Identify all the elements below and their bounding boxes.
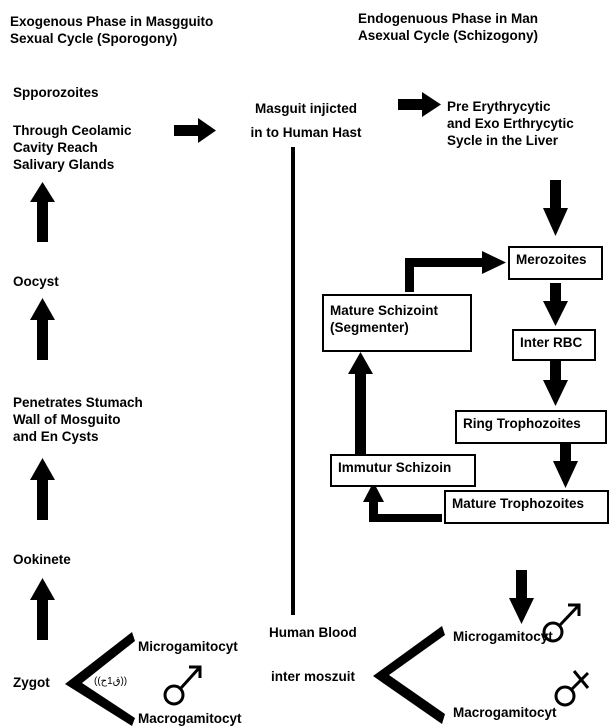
up-arrow [30, 578, 55, 640]
up-arrow [348, 352, 373, 454]
immature-schizoint-box: Immutur Schizoin [330, 454, 476, 487]
exogenous-phase-header: Exogenous Phase in Masgguito Sexual Cycl… [10, 14, 214, 46]
zygote-wedge [65, 632, 135, 726]
up-arrow [30, 458, 55, 520]
pre-erythrocytic-label: Pre Erythrycytic and Exo Erthrycytic Syc… [447, 99, 574, 148]
bent-arrow [363, 482, 442, 522]
female-symbol-icon [554, 670, 590, 707]
male-symbol-icon [163, 665, 202, 706]
down-arrow [509, 570, 534, 624]
mature-trophozoites-box: Mature Trophozoites [444, 490, 609, 524]
down-arrow [543, 360, 568, 406]
down-arrow [543, 180, 568, 236]
left-microgametocyte-label: Microgamitocyt [138, 639, 238, 654]
bent-arrow [405, 251, 506, 292]
endogenous-phase-header: Endogenuous Phase in Man Asexual Cycle (… [358, 11, 539, 43]
oocyst-label: Oocyst [13, 274, 59, 289]
sporozoites-label: Spporozoites [13, 85, 99, 100]
right-macrogametocyte-label: Macrogamitocyt [453, 705, 557, 720]
human-blood-label: Human Blood [269, 625, 357, 640]
down-arrow [543, 283, 568, 326]
injected-label: Masguit injicted in to Human Hast [250, 101, 362, 140]
ring-trophozoites-box: Ring Trophozoites [455, 410, 607, 444]
up-arrow [30, 298, 55, 360]
right-arrow [398, 92, 441, 117]
ceolamic-label: Through Ceolamic Cavity Reach Salivary G… [13, 123, 132, 172]
center-divider-line [291, 147, 295, 615]
inter-mosquito-label: inter moszuit [271, 669, 356, 684]
ookinete-label: Ookinete [13, 552, 71, 567]
mature-schizoint-box: Mature Schizoint (Segmenter) [322, 294, 472, 352]
male-symbol-icon [542, 603, 581, 643]
right-microgametocyte-label: Microgamitocyt [453, 629, 553, 644]
down-arrow [553, 443, 578, 488]
stomach-wall-label: Penetrates Stumach Wall of Mosguito and … [13, 395, 143, 444]
merozoites-box: Merozoites [508, 246, 603, 280]
up-arrow [30, 182, 55, 242]
right-arrow [174, 118, 216, 143]
left-macrogametocyte-label: Macrogamitocyt [138, 711, 242, 726]
zygote-label: Zygot [13, 675, 50, 690]
inter-rbc-box: Inter RBC [512, 329, 596, 361]
zygote-symbol: ((ق1ح)) [94, 676, 128, 687]
gametocyte-wedge [373, 626, 445, 724]
